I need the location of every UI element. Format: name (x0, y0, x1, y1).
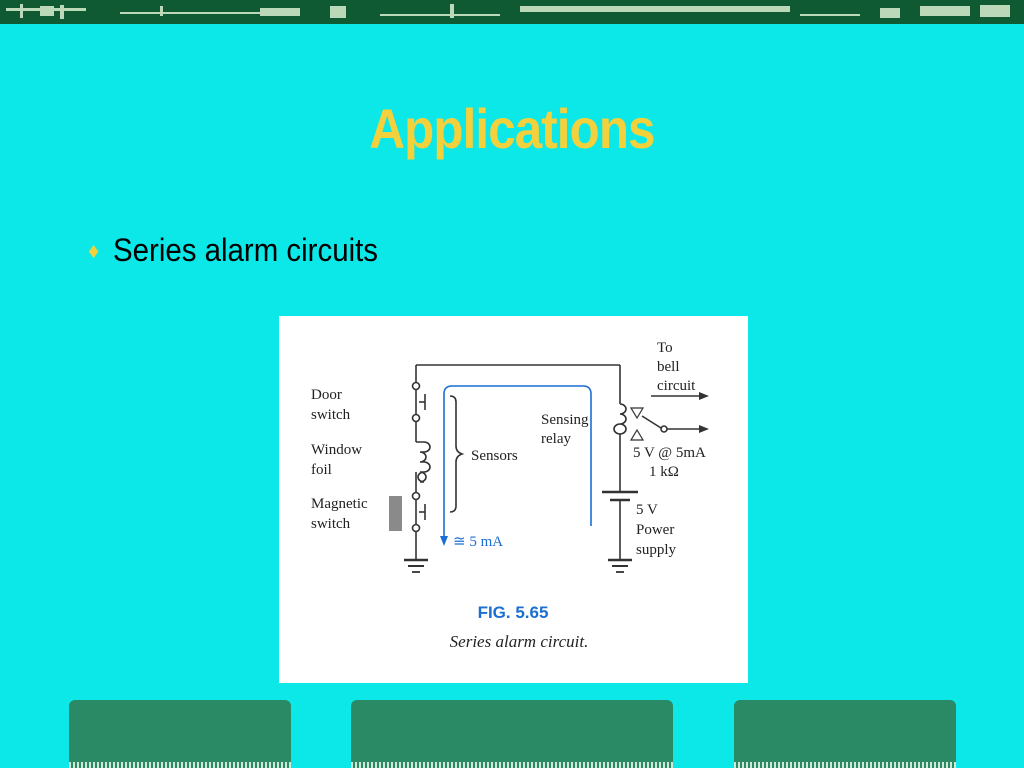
decorative-circuit-strip (0, 0, 1024, 24)
diamond-bullet-icon: ♦ (88, 237, 100, 263)
power-supply-label: 5 V (636, 502, 658, 518)
power-supply-label-2: Power (636, 522, 674, 538)
magnetic-switch-label-2: switch (311, 516, 351, 532)
magnetic-switch-label: Magnetic (311, 496, 368, 512)
footer-block-left (69, 700, 291, 768)
window-foil-label-2: foil (311, 462, 332, 478)
slide-title: Applications (369, 97, 655, 160)
series-alarm-circuit-figure: Door switch Window foil Magnetic switch … (279, 316, 748, 683)
figure-number: FIG. 5.65 (478, 603, 549, 622)
window-foil-label: Window (311, 442, 362, 458)
sensing-relay-label: Sensing (541, 412, 589, 428)
bullet-text: Series alarm circuits (113, 232, 379, 268)
footer-block-center (351, 700, 673, 768)
bullet-item: ♦ Series alarm circuits (88, 232, 401, 269)
to-bell-label-2: bell (657, 359, 680, 375)
door-switch-label: Door (311, 387, 342, 403)
relay-rating-label: 5 V @ 5mA (633, 445, 706, 461)
footer-block-right (734, 700, 956, 768)
sensing-relay-label-2: relay (541, 431, 571, 447)
power-supply-label-3: supply (636, 542, 677, 558)
to-bell-label: To (657, 340, 673, 356)
current-label: ≅ 5 mA (453, 534, 503, 550)
door-switch-label-2: switch (311, 407, 351, 423)
sensors-label: Sensors (471, 448, 518, 464)
relay-rating-label-2: 1 kΩ (649, 464, 679, 480)
to-bell-label-3: circuit (657, 378, 696, 394)
figure-caption: Series alarm circuit. (450, 632, 589, 651)
